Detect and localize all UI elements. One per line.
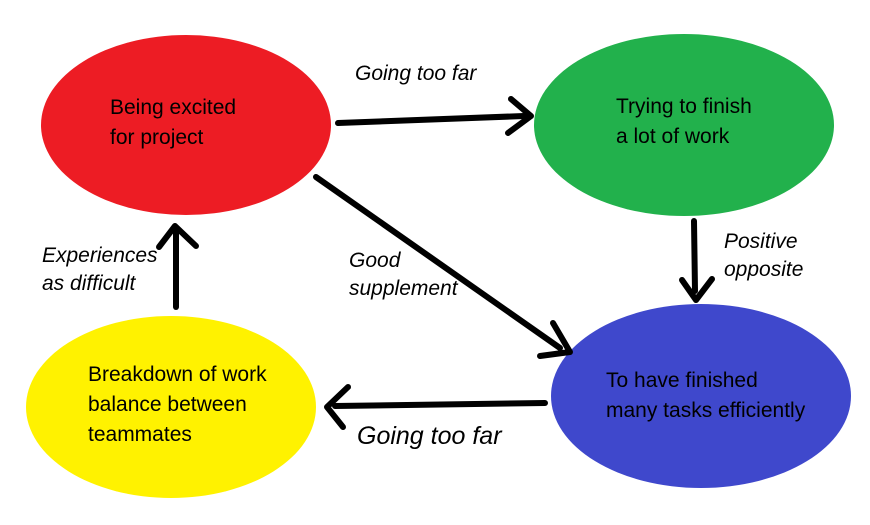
node-being-excited-ellipse — [41, 35, 331, 215]
node-finished-tasks-ellipse — [551, 304, 851, 488]
edge-label-going-too-far-top: Going too far — [355, 62, 477, 85]
edge-label-good-supplement: Good supplement — [349, 249, 458, 300]
node-trying-to-finish-label: Trying to finish a lot of work — [616, 95, 752, 148]
arrow-finished-to-breakdown — [324, 384, 548, 430]
node-work-breakdown-ellipse — [26, 316, 316, 498]
node-trying-to-finish-ellipse — [534, 34, 834, 216]
node-work-breakdown-label: Breakdown of work balance between teamma… — [88, 363, 267, 446]
arrow-excited-to-trying — [335, 96, 534, 136]
edge-label-experiences-as-difficult: Experiences as difficult — [42, 244, 158, 295]
edge-label-going-too-far-bottom: Going too far — [357, 422, 502, 450]
node-being-excited-label: Being excited for project — [110, 96, 237, 149]
node-finished-tasks-label: To have finished many tasks efficiently — [606, 369, 806, 422]
edge-label-positive-opposite: Positive opposite — [724, 230, 804, 281]
arrow-excited-to-finished — [313, 174, 573, 359]
arrow-breakdown-to-excited — [156, 223, 199, 310]
arrow-trying-to-finished — [679, 218, 715, 303]
